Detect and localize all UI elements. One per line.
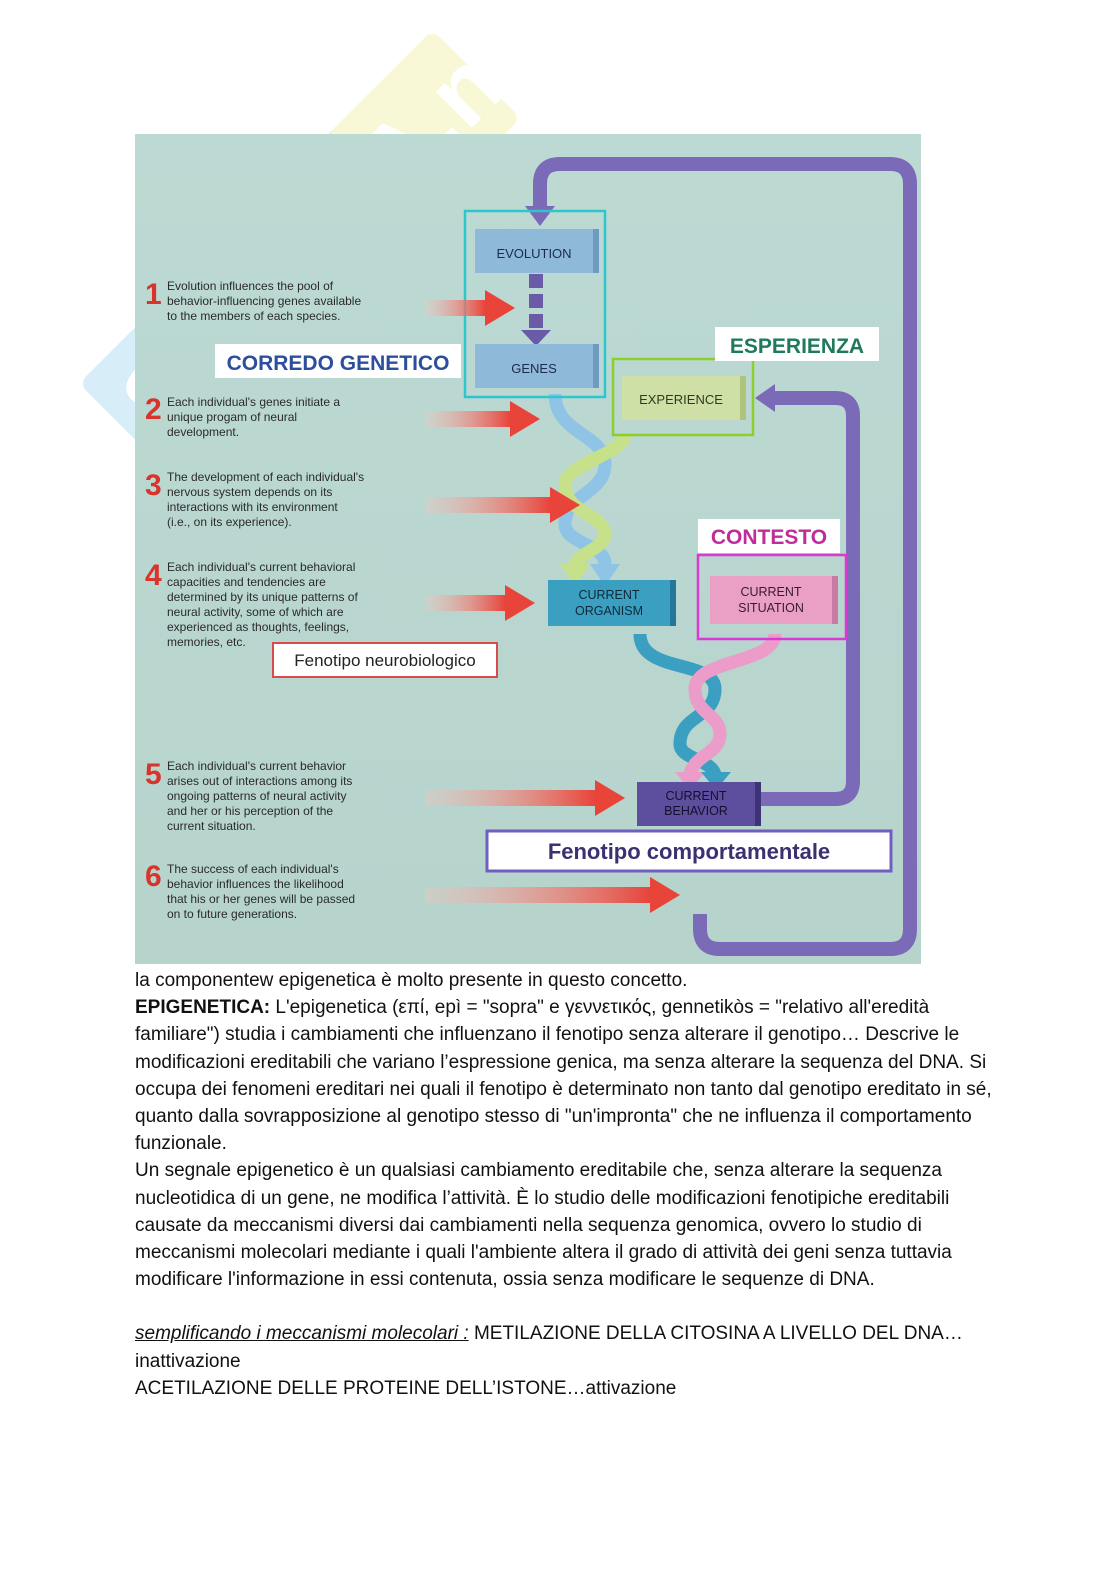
step-1-line-3: to the members of each species. <box>167 309 340 323</box>
epigenetics-figure: EVOLUTION GENES EXPERIENCE CURRENT ORGAN… <box>135 134 921 964</box>
behavior-label-2: BEHAVIOR <box>664 804 728 818</box>
step-4-line-1: Each individual's current behavioral <box>167 560 355 574</box>
esperienza-label: ESPERIENZA <box>730 335 864 358</box>
step-5-line-5: current situation. <box>167 819 256 833</box>
epigenetics-definition: L'epigenetica (επί, epì = "sopra" e γενν… <box>135 997 992 1154</box>
fenotipo-neurobiologico-label: Fenotipo neurobiologico <box>294 651 475 670</box>
step-6-line-4: on to future generations. <box>167 907 297 921</box>
intro-paragraph: la componentew epigenetica è molto prese… <box>135 967 995 994</box>
acetylation-paragraph: ACETILAZIONE DELLE PROTEINE DELL’ISTONE…… <box>135 1375 995 1402</box>
step-3-line-1: The development of each individual's <box>167 470 364 484</box>
behavior-label-1: CURRENT <box>665 789 726 803</box>
situation-box <box>710 576 832 624</box>
experience-label: EXPERIENCE <box>639 392 723 407</box>
step-5-line-2: arises out of interactions among its <box>167 774 352 788</box>
step-1-number: 1 <box>145 278 162 311</box>
red-arrow-1 <box>425 300 485 316</box>
step-2-line-1: Each individual's genes initiate a <box>167 395 340 409</box>
situation-label-1: CURRENT <box>740 585 801 599</box>
step-3-number: 3 <box>145 469 162 502</box>
step-4-number: 4 <box>145 559 162 592</box>
mechanisms-heading: semplificando i meccanismi molecolari : <box>135 1323 469 1344</box>
epigenetics-paragraph: EPIGENETICA: L'epigenetica (επί, epì = "… <box>135 994 995 1157</box>
step-5-line-1: Each individual's current behavior <box>167 759 346 773</box>
organism-label-1: CURRENT <box>578 588 639 602</box>
red-arrow-6 <box>425 887 650 903</box>
step-4-line-4: neural activity, some of which are <box>167 605 344 619</box>
organism-box <box>548 580 670 626</box>
body-text: la componentew epigenetica è molto prese… <box>135 967 995 1402</box>
step-6-line-2: behavior influences the likelihood <box>167 877 344 891</box>
step-5-line-3: ongoing patterns of neural activity <box>167 789 346 803</box>
step-6-number: 6 <box>145 860 162 893</box>
contesto-label: CONTESTO <box>711 526 827 549</box>
step-1-line-1: Evolution influences the pool of <box>167 279 334 293</box>
epigenetic-signal-paragraph: Un segnale epigenetico è un qualsiasi ca… <box>135 1157 995 1293</box>
situation-label-2: SITUATION <box>738 601 804 615</box>
red-arrow-2 <box>425 411 510 427</box>
paragraph-gap <box>135 1293 995 1320</box>
step-6-line-1: The success of each individual's <box>167 862 339 876</box>
epigenetics-term: EPIGENETICA: <box>135 997 270 1018</box>
fenotipo-comportamentale-label: Fenotipo comportamentale <box>548 839 830 864</box>
step-4-line-6: memories, etc. <box>167 635 246 649</box>
dash-3 <box>529 314 543 328</box>
mechanisms-paragraph: semplificando i meccanismi molecolari : … <box>135 1320 995 1374</box>
step-6-line-3: that his or her genes will be passed <box>167 892 355 906</box>
step-4-line-2: capacities and tendencies are <box>167 575 326 589</box>
step-5-line-4: and her or his perception of the <box>167 804 333 818</box>
step-4-line-3: determined by its unique patterns of <box>167 590 358 604</box>
dash-2 <box>529 294 543 308</box>
step-3-line-2: nervous system depends on its <box>167 485 332 499</box>
corredo-genetico-label: CORREDO GENETICO <box>227 352 450 375</box>
step-2-line-2: unique progam of neural <box>167 410 297 424</box>
step-3-line-3: interactions with its environment <box>167 500 338 514</box>
step-1-line-2: behavior-influencing genes available <box>167 294 361 308</box>
step-2-number: 2 <box>145 393 162 426</box>
dash-1 <box>529 274 543 288</box>
red-arrow-4 <box>425 595 505 611</box>
genes-label: GENES <box>511 361 557 376</box>
evolution-label: EVOLUTION <box>496 246 571 261</box>
red-arrow-3 <box>425 497 550 513</box>
step-5-number: 5 <box>145 758 162 791</box>
red-arrow-5 <box>425 790 595 806</box>
organism-label-2: ORGANISM <box>575 604 643 618</box>
step-2-line-3: development. <box>167 425 239 439</box>
step-3-line-4: (i.e., on its experience). <box>167 515 292 529</box>
step-4-line-5: experienced as thoughts, feelings, <box>167 620 349 634</box>
